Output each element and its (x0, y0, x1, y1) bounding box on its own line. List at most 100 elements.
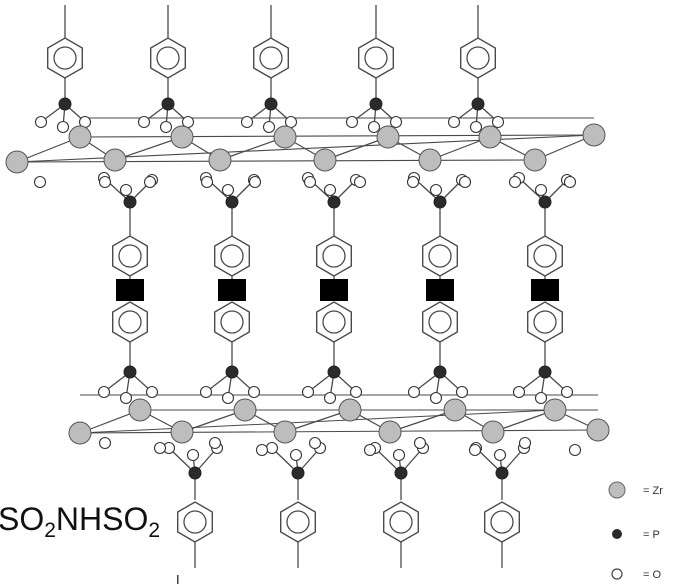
zr-atom (128, 398, 152, 422)
ring-aromatic-circle (533, 244, 557, 268)
o-atom (200, 175, 214, 189)
o-atom (240, 115, 254, 129)
p-atom (188, 466, 202, 480)
o-atom (56, 120, 70, 134)
o-atom (301, 385, 315, 399)
p-atom (327, 195, 341, 209)
o-atom (568, 443, 582, 457)
p-atom (538, 195, 552, 209)
p-atom (327, 365, 341, 379)
zr-atom (376, 125, 400, 149)
formula-text: NHSO (56, 501, 148, 537)
o-atom (491, 115, 505, 129)
formula-text: SO (0, 501, 44, 537)
zr-atom (68, 421, 92, 445)
o-atom (518, 436, 532, 450)
legend-zr-icon (608, 481, 626, 499)
o-atom (407, 385, 421, 399)
ring-aromatic-circle (259, 46, 283, 70)
zr-atom (5, 150, 29, 174)
ring-aromatic-circle (118, 310, 142, 334)
phenyl-ring (252, 37, 289, 79)
o-atom (145, 385, 159, 399)
p-atom (471, 97, 485, 111)
legend-p-icon (612, 529, 622, 539)
o-atom (265, 441, 279, 455)
phenyl-ring (111, 301, 149, 343)
ring-aromatic-circle (156, 46, 180, 70)
o-atom (447, 115, 461, 129)
legend-label: = Zr (643, 485, 663, 497)
zr-atom (273, 125, 297, 149)
zr-atom (208, 148, 232, 172)
o-atom (97, 385, 111, 399)
p-atom (291, 466, 305, 480)
p-atom (225, 195, 239, 209)
zr-atom (233, 398, 257, 422)
phenyl-ring (47, 37, 84, 79)
o-atom (248, 175, 262, 189)
zr-atom (273, 420, 297, 444)
zr-atom (170, 125, 194, 149)
o-atom (363, 443, 377, 457)
o-atom (345, 115, 359, 129)
ring-aromatic-circle (220, 310, 244, 334)
o-atom (469, 120, 483, 134)
ring-aromatic-circle (428, 244, 452, 268)
o-atom (98, 175, 112, 189)
zr-atom (103, 148, 127, 172)
ring-aromatic-circle (533, 310, 557, 334)
o-atom (308, 436, 322, 450)
sulfonimide-linker (116, 279, 144, 301)
zr-atom (378, 420, 402, 444)
o-atom (560, 385, 574, 399)
o-atom (493, 448, 507, 462)
zr-atom (443, 398, 467, 422)
o-atom (137, 115, 151, 129)
phenyl-ring (484, 501, 520, 543)
p-atom (264, 97, 278, 111)
ring-aromatic-circle (322, 310, 346, 334)
p-atom (538, 365, 552, 379)
zr-atom (543, 398, 567, 422)
p-atom (123, 365, 137, 379)
o-atom (221, 391, 235, 405)
o-atom (262, 120, 276, 134)
phenyl-ring (358, 37, 394, 79)
o-atom (429, 183, 443, 197)
phenyl-rings (47, 37, 563, 543)
legend: = Zr= P= O (608, 481, 663, 581)
zr-atom (481, 420, 505, 444)
o-atom (413, 436, 427, 450)
phenyl-ring (111, 235, 149, 277)
phenyl-ring (383, 501, 419, 543)
o-atom (429, 391, 443, 405)
o-atom (468, 443, 482, 457)
zr-atom (170, 420, 194, 444)
ring-aromatic-circle (389, 510, 413, 534)
legend-label: = O (643, 569, 661, 581)
ring-aromatic-circle (364, 46, 388, 70)
bond-line (79, 429, 599, 434)
o-atom (392, 448, 406, 462)
atoms (5, 97, 610, 480)
zr-atom (523, 148, 547, 172)
p-atom (394, 466, 408, 480)
o-atom (153, 441, 167, 455)
o-atom (323, 183, 337, 197)
phenyl-ring (316, 235, 352, 277)
phenyl-ring (422, 301, 458, 343)
zr-atom (582, 123, 606, 147)
ring-aromatic-circle (118, 244, 142, 268)
p-atom (123, 195, 137, 209)
p-atom (433, 195, 447, 209)
o-atom (534, 391, 548, 405)
bond-lines (16, 5, 599, 568)
p-atom (369, 97, 383, 111)
zr-atom (586, 418, 610, 442)
phenyl-ring (422, 235, 458, 277)
phenyl-ring (527, 235, 563, 277)
phenyl-ring (460, 37, 496, 79)
